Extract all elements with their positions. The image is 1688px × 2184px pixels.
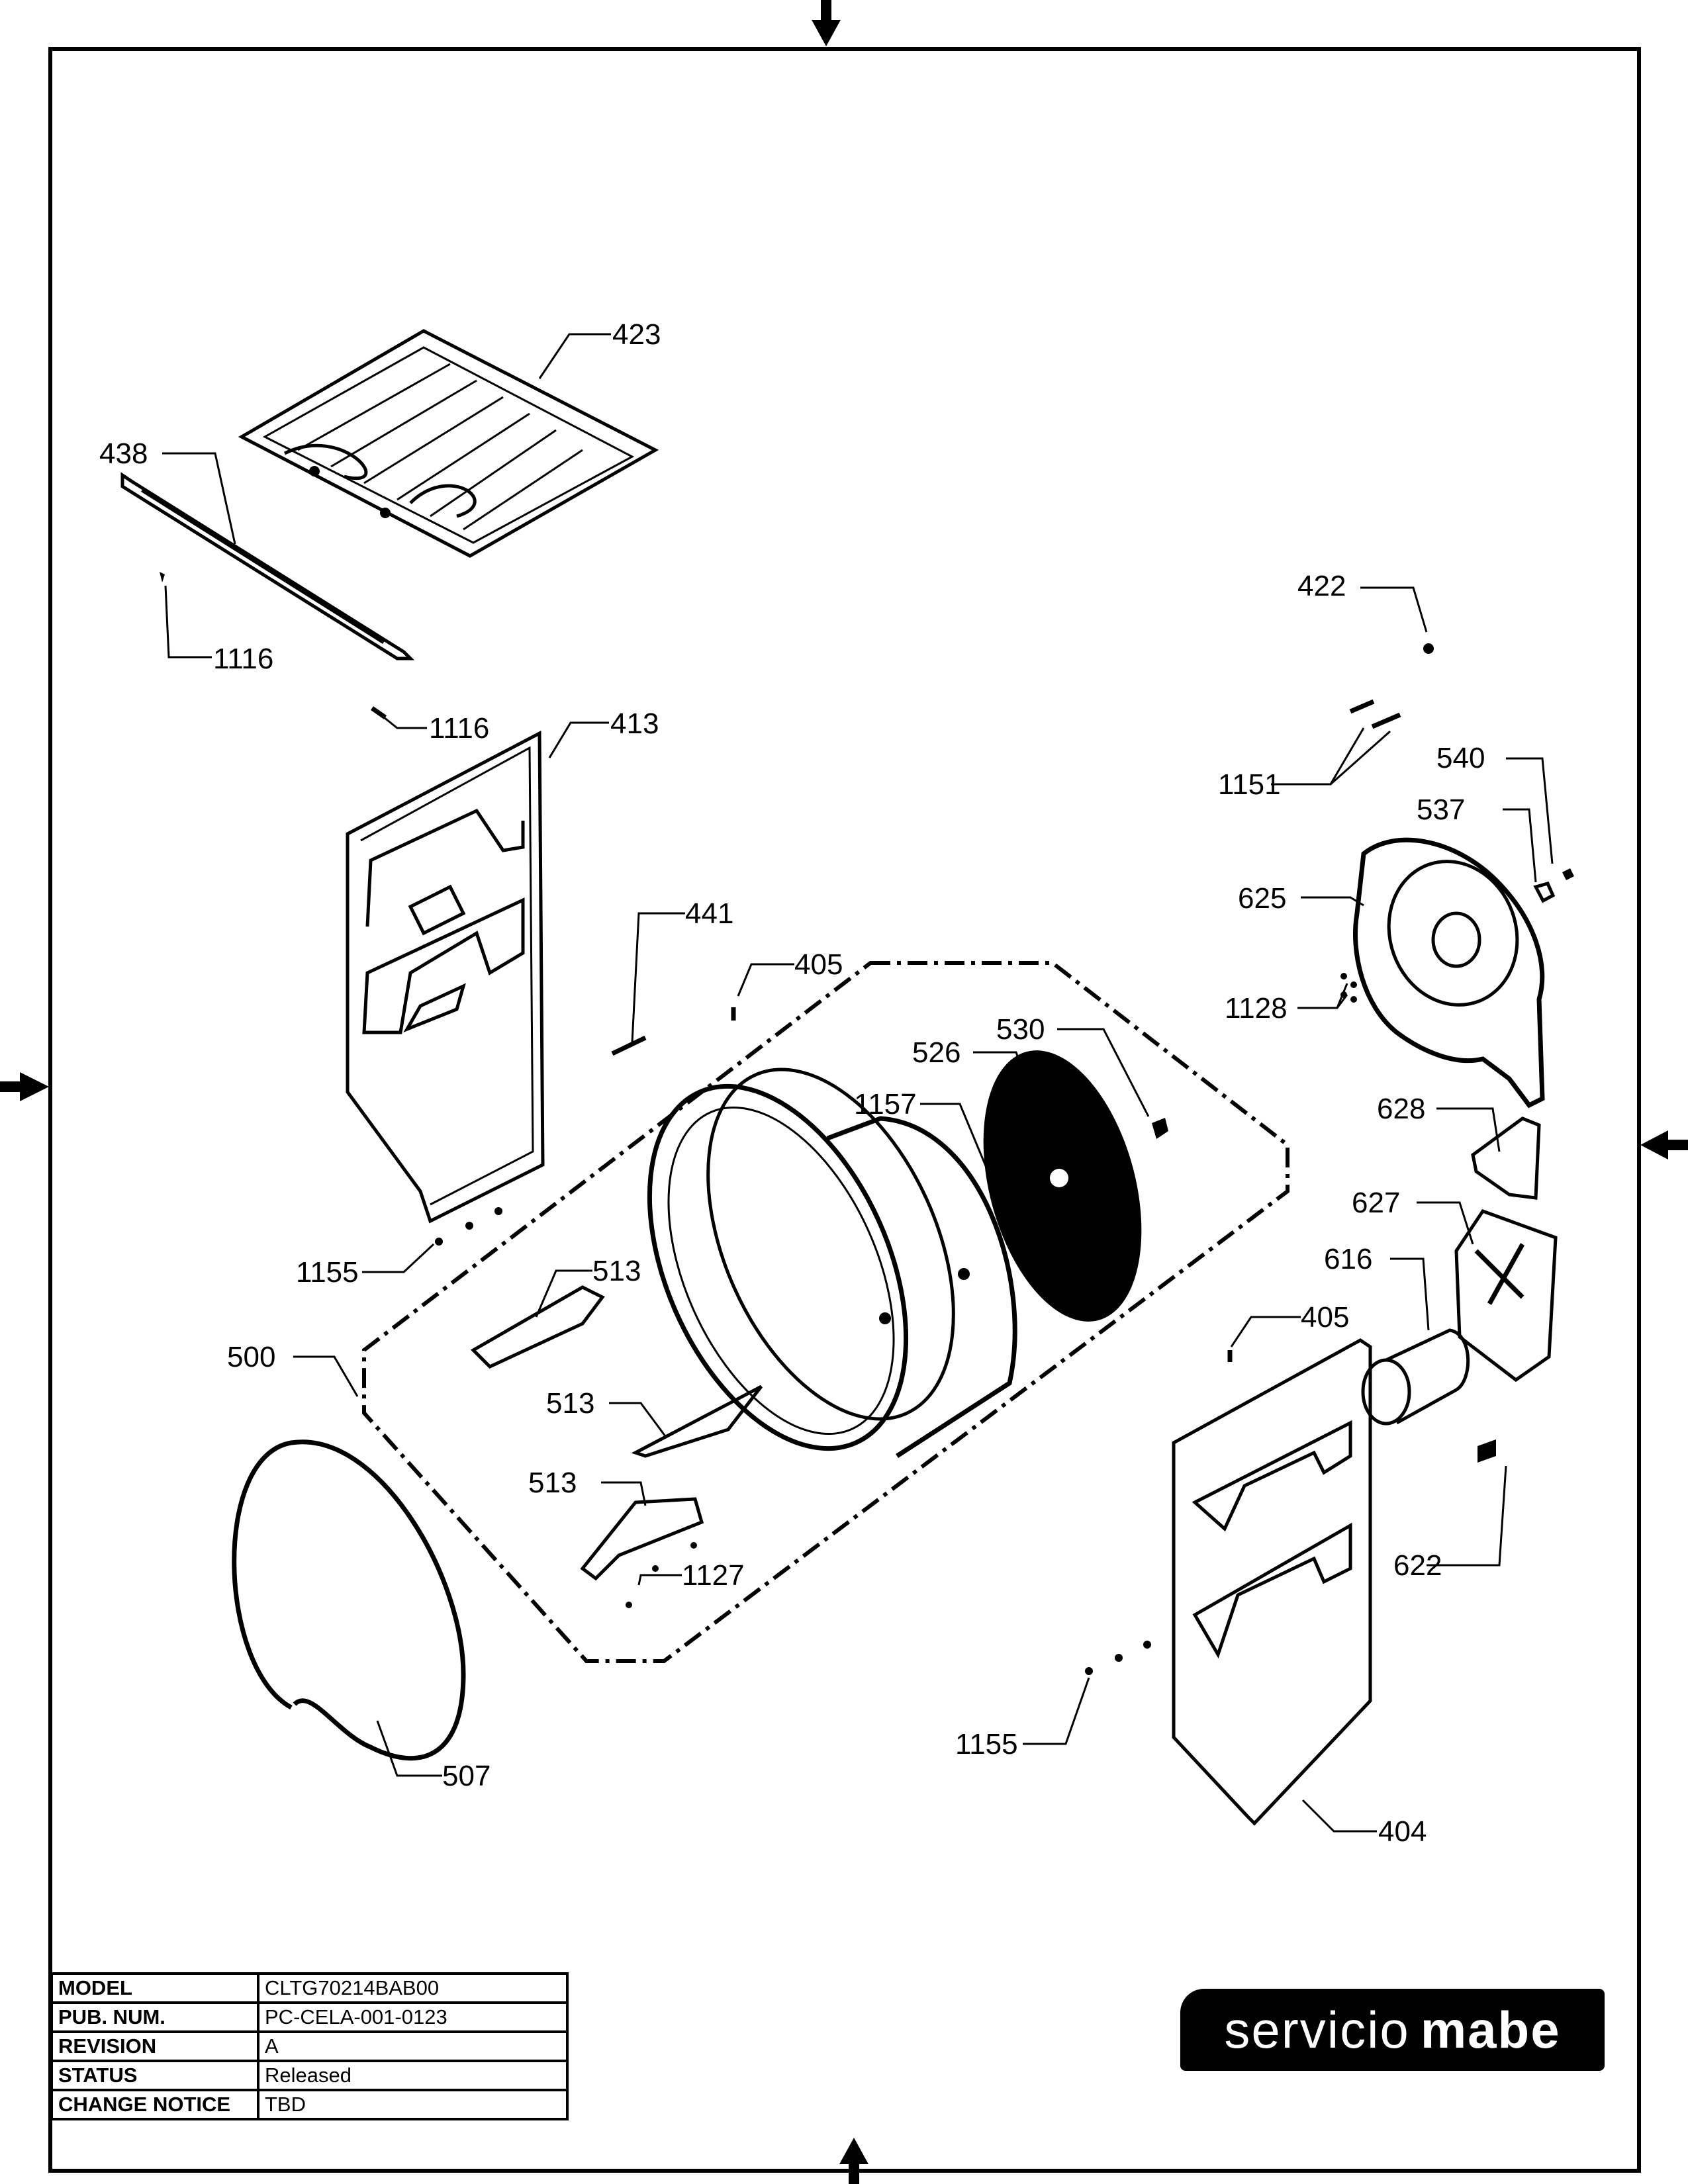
callout-500: 500	[227, 1341, 275, 1373]
part-404-side-panel	[1172, 1338, 1372, 1826]
part-625-blower-housing	[1353, 837, 1545, 1109]
callout-1151: 1151	[1218, 768, 1281, 801]
leader-lines	[162, 333, 1554, 1833]
title-value: PC-CELA-001-0123	[257, 2001, 569, 2033]
callout-422: 422	[1297, 570, 1346, 602]
callout-404: 404	[1378, 1815, 1427, 1848]
part-507-front-seal	[232, 1439, 466, 1761]
callout-1155a: 1155	[296, 1256, 359, 1289]
title-key: PUB. NUM.	[50, 2001, 259, 2033]
part-513b-baffle	[631, 1385, 763, 1458]
part-616-motor	[1361, 1328, 1470, 1426]
title-value: Released	[257, 2060, 569, 2091]
part-622	[1477, 1439, 1496, 1463]
title-key: STATUS	[50, 2060, 259, 2091]
screws-1155a	[435, 1207, 502, 1246]
callout-1127: 1127	[682, 1559, 745, 1592]
part-413-side-panel	[346, 730, 545, 1224]
part-540	[1562, 868, 1574, 880]
centering-arrow-bottom-icon	[839, 2138, 868, 2184]
part-1128	[1340, 973, 1357, 1003]
callout-628: 628	[1377, 1093, 1425, 1125]
callout-441: 441	[685, 897, 733, 930]
callout-507: 507	[442, 1760, 491, 1792]
title-key: REVISION	[50, 2030, 259, 2062]
centering-arrow-right-icon	[1640, 1130, 1688, 1160]
part-500-drum-assembly-outline	[362, 961, 1289, 1663]
callout-1116a: 1116	[213, 643, 273, 675]
part-530	[1152, 1118, 1168, 1139]
callout-405b: 405	[1301, 1301, 1349, 1334]
part-422	[1423, 643, 1434, 654]
callout-540: 540	[1436, 742, 1485, 774]
callout-1155b: 1155	[955, 1728, 1018, 1760]
callout-627: 627	[1352, 1187, 1400, 1219]
part-513a-baffle	[470, 1285, 605, 1369]
part-423-lint-rack	[238, 329, 659, 558]
part-drum	[647, 1068, 1017, 1458]
title-key: MODEL	[50, 1972, 259, 2004]
callout-513b: 513	[546, 1387, 594, 1420]
screw-1116a	[160, 572, 165, 582]
callout-1128: 1128	[1225, 992, 1288, 1024]
part-441	[611, 1035, 647, 1056]
callout-537: 537	[1417, 794, 1465, 826]
callout-530: 530	[996, 1013, 1045, 1046]
callout-1116b: 1116	[429, 712, 489, 745]
logo-text-mabe: mabe	[1420, 2000, 1561, 2059]
callout-513a: 513	[592, 1255, 641, 1287]
title-value: TBD	[257, 2089, 569, 2120]
drawing-border	[48, 47, 1641, 2173]
callout-405a: 405	[794, 948, 843, 981]
callout-423: 423	[612, 318, 661, 351]
callout-625: 625	[1238, 882, 1286, 915]
screws-1127	[626, 1542, 697, 1608]
part-438-lint-filter	[120, 472, 415, 660]
centering-arrow-left-icon	[0, 1072, 49, 1101]
callout-1157: 1157	[854, 1088, 917, 1120]
callout-616: 616	[1324, 1243, 1372, 1275]
part-627-housing	[1454, 1208, 1558, 1383]
part-1157	[994, 1192, 1011, 1218]
callout-526: 526	[912, 1036, 961, 1069]
servicio-mabe-logo: servicio mabe	[1180, 1989, 1605, 2071]
part-628-bracket	[1471, 1116, 1541, 1200]
title-key: CHANGE NOTICE	[50, 2089, 259, 2120]
title-value: CLTG70214BAB00	[257, 1972, 569, 2004]
title-row-pub-num: PUB. NUM.PC-CELA-001-0123	[50, 2001, 569, 2033]
callout-438: 438	[99, 437, 148, 470]
title-value: A	[257, 2030, 569, 2062]
centering-arrow-top-icon	[812, 0, 841, 46]
callout-513c: 513	[528, 1467, 577, 1499]
part-537	[1533, 882, 1556, 903]
part-513c-baffle	[580, 1497, 704, 1581]
callout-413: 413	[610, 707, 659, 740]
screws-1155b	[1085, 1641, 1151, 1675]
callout-622: 622	[1393, 1549, 1442, 1582]
logo-text-servicio: servicio	[1224, 2000, 1410, 2059]
part-1151	[1349, 699, 1401, 729]
